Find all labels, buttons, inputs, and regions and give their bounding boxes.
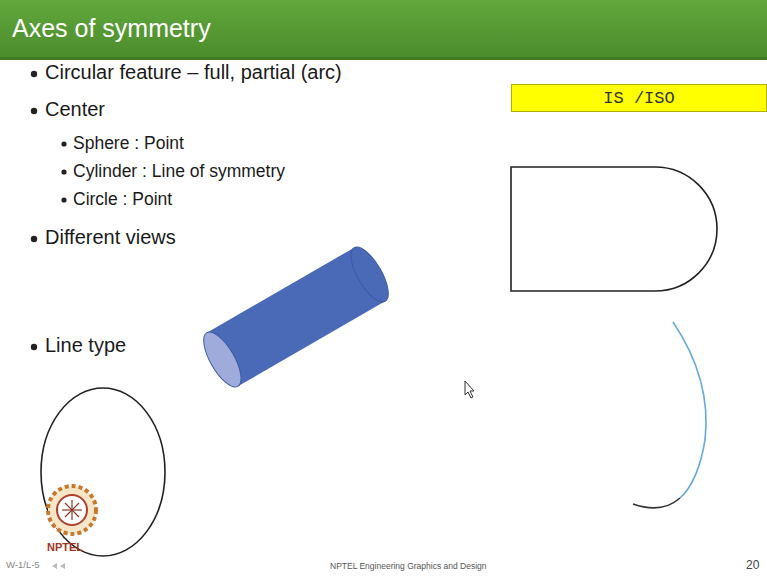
header-bar xyxy=(0,0,767,57)
sub-bullet-text: Circle : Point xyxy=(73,189,172,209)
sub-bullet-text: Sphere : Point xyxy=(73,133,184,153)
logo-text: NPTEL xyxy=(47,541,83,554)
d-shape-view xyxy=(511,167,717,291)
arc-figure-end xyxy=(633,498,680,508)
arc-figure xyxy=(673,322,706,498)
bullet-text: Different views xyxy=(45,226,176,249)
bullet-text: Center xyxy=(45,98,105,121)
bullet-text: Line type xyxy=(45,334,126,357)
slide-title: Axes of symmetry xyxy=(12,14,211,43)
slide-code: W-1/L-5 xyxy=(6,560,40,571)
standard-banner: IS /ISO xyxy=(511,84,767,112)
nptel-logo xyxy=(48,486,96,534)
cylinder-figure xyxy=(196,242,395,393)
circle-figure xyxy=(41,388,165,556)
bullet-text: Circular feature – full, partial (arc) xyxy=(45,61,342,84)
footer-ground xyxy=(0,558,767,581)
page-number: 20 xyxy=(746,559,759,573)
footer-text: NPTEL Engineering Graphics and Design xyxy=(330,562,487,572)
nav-arrows xyxy=(52,563,65,569)
banner-text: IS /ISO xyxy=(603,89,674,108)
sub-bullet-text: Cylinder : Line of symmetry xyxy=(73,161,285,181)
mouse-pointer xyxy=(465,381,474,398)
header-rule xyxy=(0,57,767,60)
